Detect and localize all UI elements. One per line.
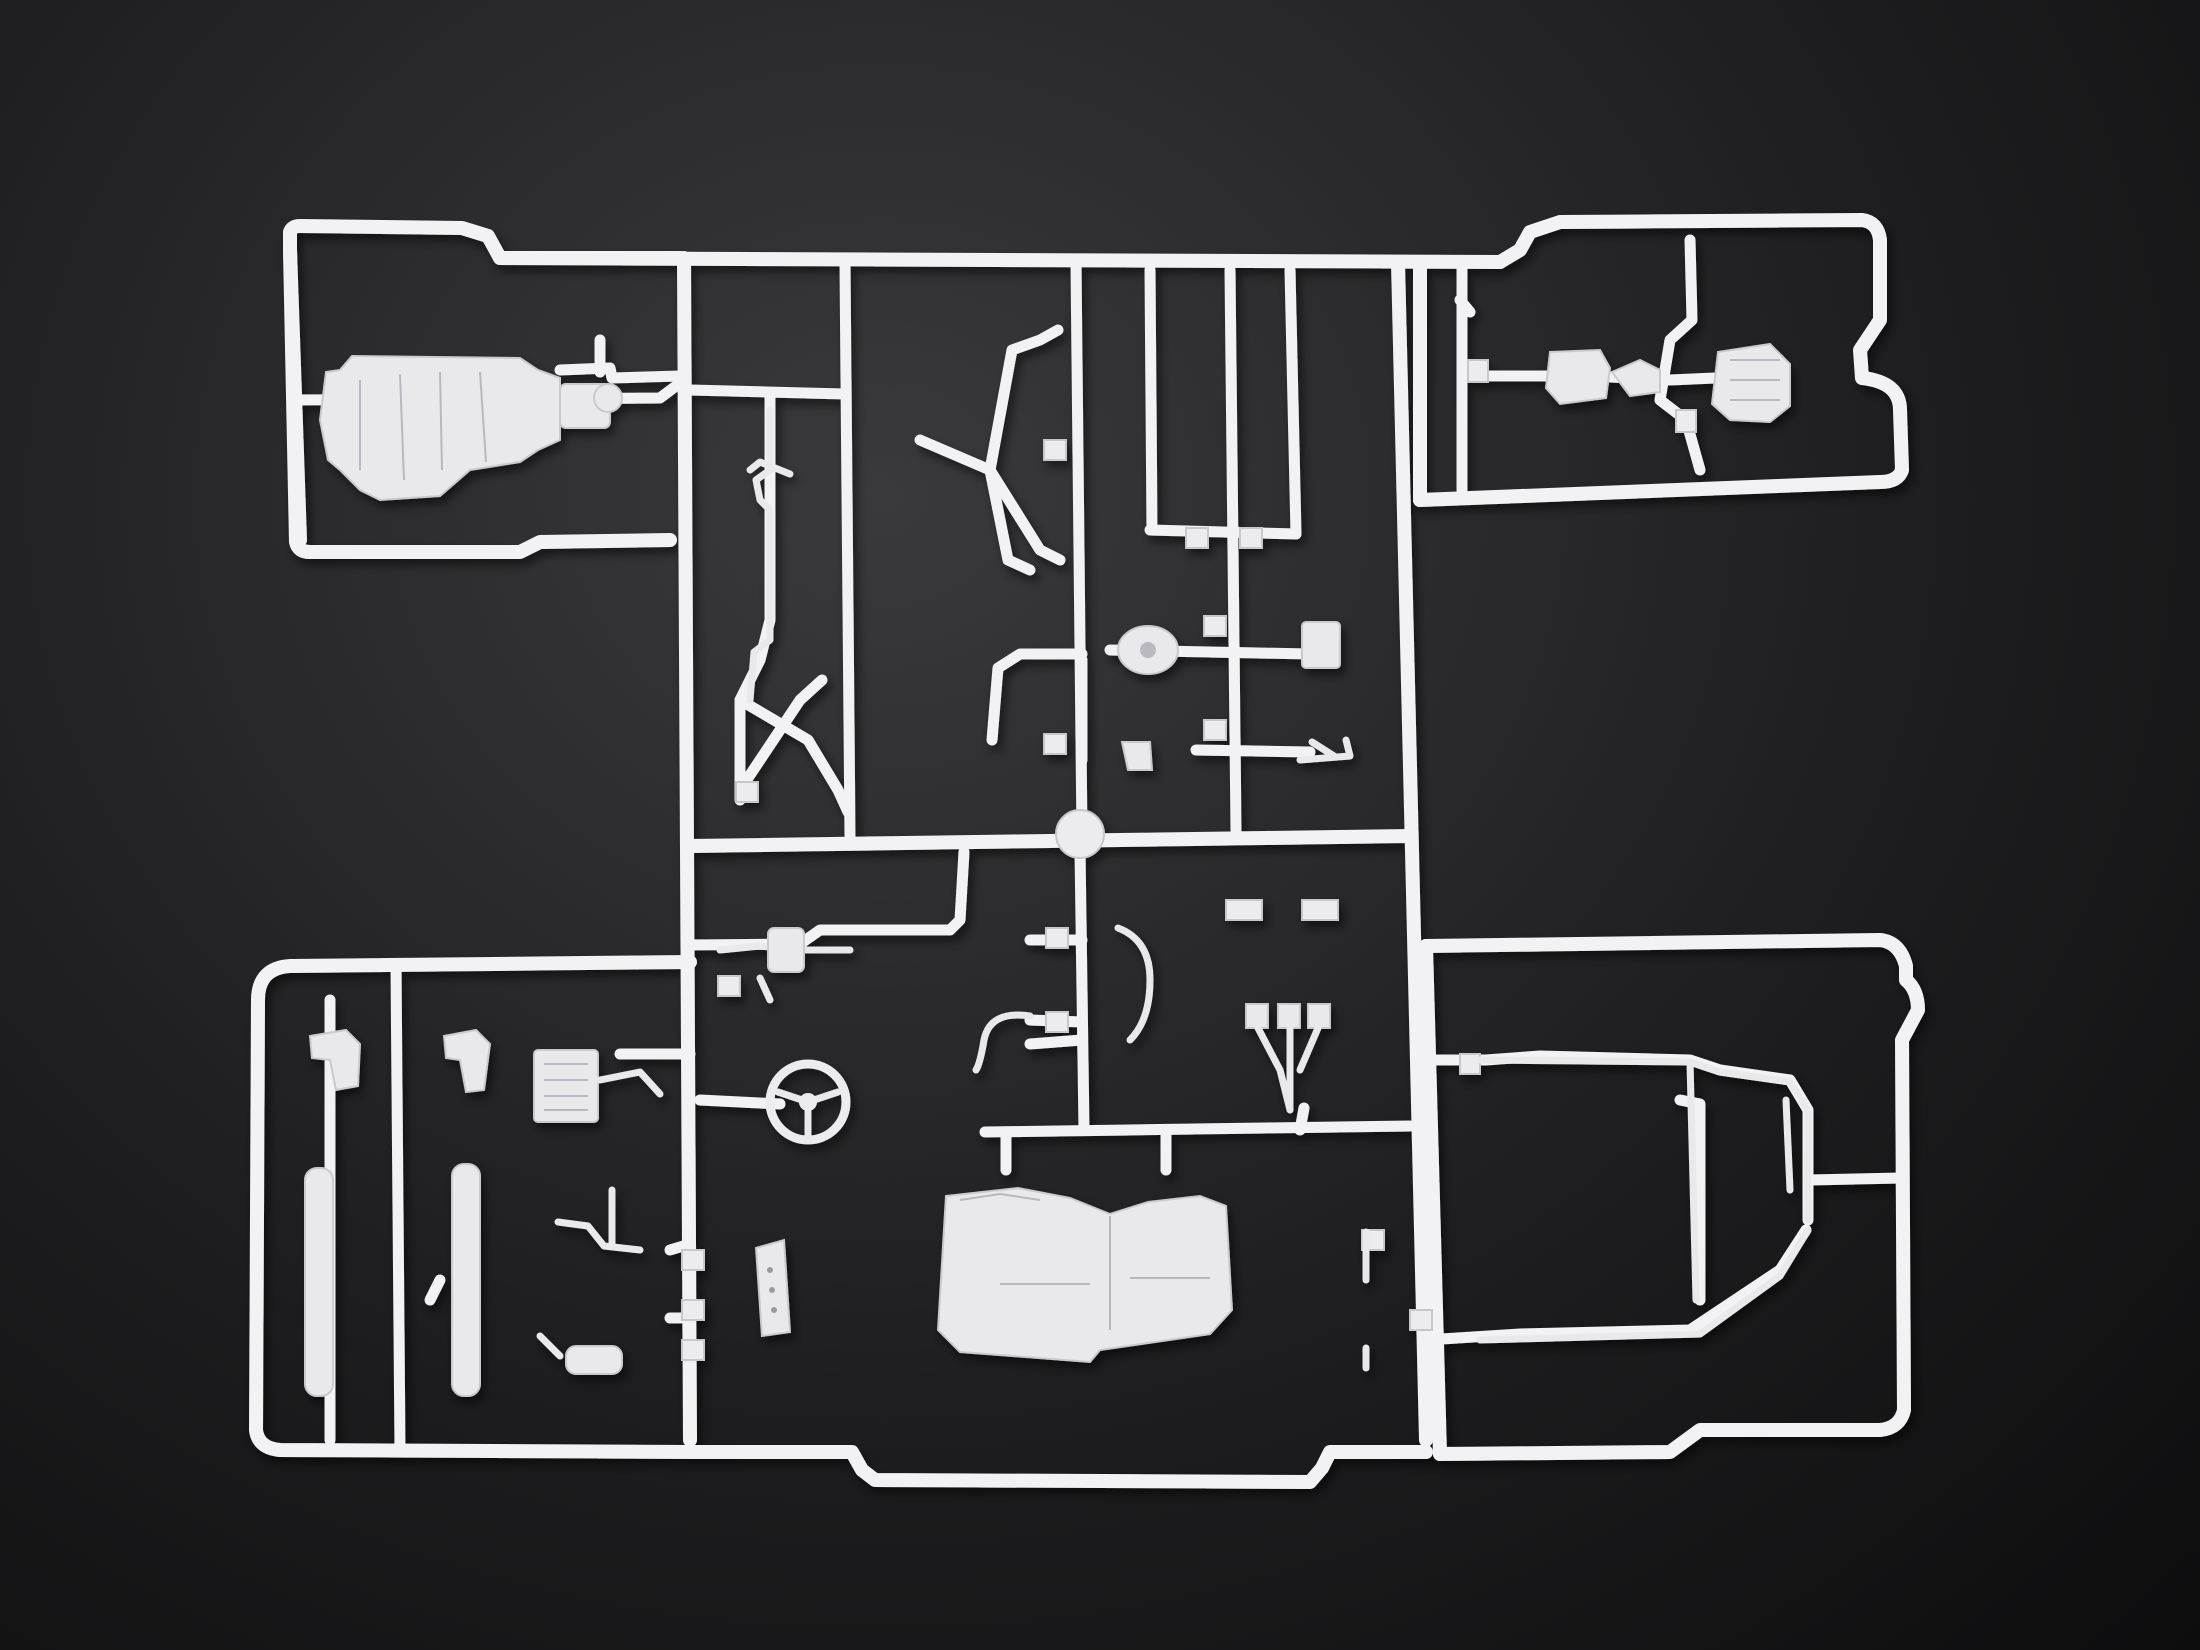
steering-column-part [716,927,854,1004]
sprue-hub [1055,809,1105,859]
sprue-frame [249,213,1925,1489]
small-bracket-parts [1117,621,1354,771]
dashboard-part [936,1186,1234,1364]
steering-wheel-part [765,1059,851,1145]
exhaust-part [536,1186,644,1375]
pin-parts [1308,738,1370,1372]
transmission-part [318,354,623,502]
part-number-tabs [681,359,1697,1361]
hose-parts [972,924,1154,1074]
engine-block-part [1544,342,1791,424]
radiator-part [533,1049,664,1123]
rollcage-part [1476,1056,1812,1344]
driveshaft-part [746,406,794,704]
seat-parts [304,1028,492,1397]
floor-plate-part [754,1238,792,1338]
pedal-assembly-part [1245,1003,1331,1114]
